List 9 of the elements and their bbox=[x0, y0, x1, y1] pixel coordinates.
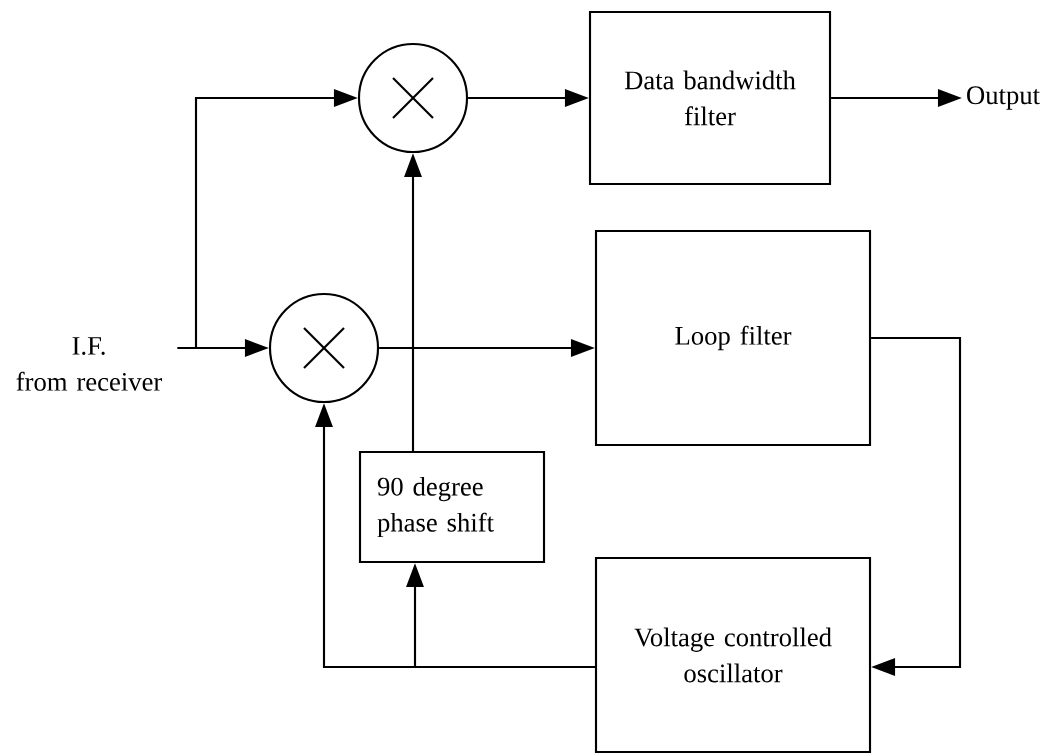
mixer-symbol bbox=[268, 292, 380, 404]
process-box: 90 degree phase shift bbox=[358, 450, 546, 564]
arrow bbox=[871, 336, 962, 676]
signal-label: I.F. from receiver bbox=[16, 337, 163, 391]
process-box: Voltage controlled oscillator bbox=[594, 556, 872, 754]
mixer-symbol bbox=[357, 42, 469, 154]
signal-label: Output bbox=[967, 86, 1040, 110]
process-box: Data bandwidth filter bbox=[588, 10, 832, 186]
process-box: Loop filter bbox=[594, 229, 872, 447]
